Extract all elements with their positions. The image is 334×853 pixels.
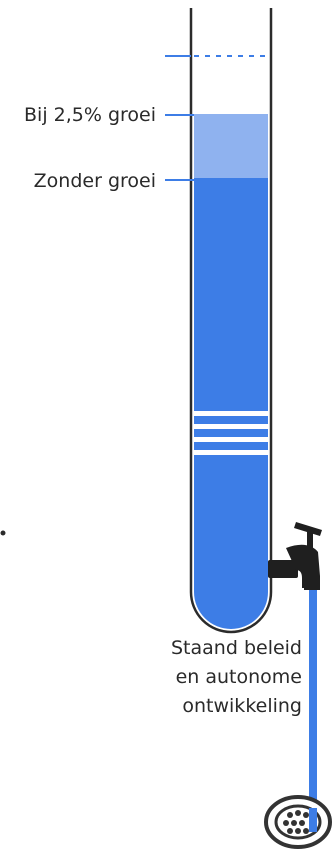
water-stream [309, 590, 317, 822]
no-growth-label: Zonder groei [34, 170, 156, 192]
caption-line-2: en autonome [176, 666, 302, 688]
growth-label: Bij 2,5% groei [24, 104, 156, 126]
edge-mark [1, 531, 6, 536]
growth-water-band [194, 114, 268, 178]
caption-line-3: ontwikkeling [182, 695, 302, 717]
water-tap-icon [268, 522, 322, 590]
water-fill [194, 178, 268, 629]
caption-line-1: Staand beleid [171, 637, 302, 659]
drain-icon [266, 797, 330, 847]
